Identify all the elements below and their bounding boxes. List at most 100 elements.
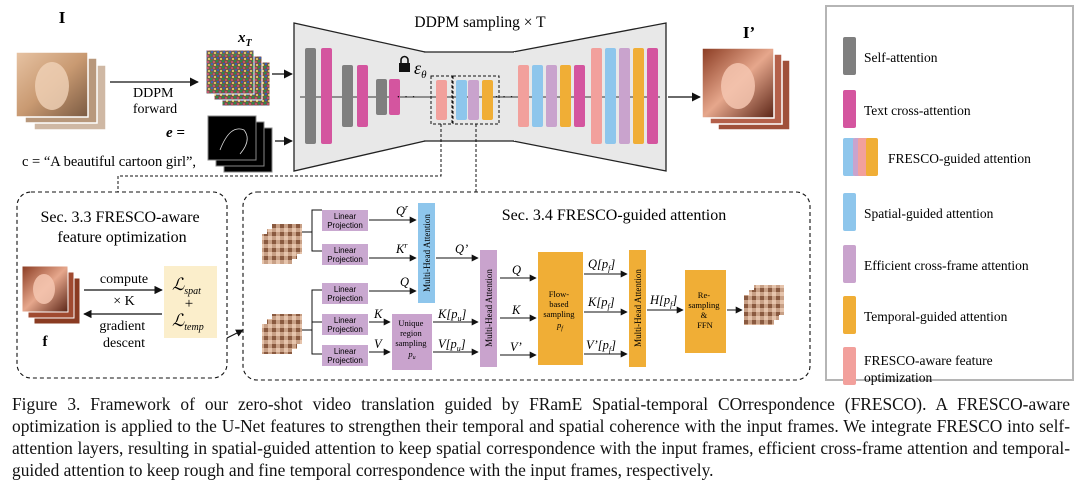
- unet-block-self-attention: [305, 48, 316, 144]
- label-kpu: K[pu]: [437, 307, 466, 323]
- legend-swatch: [866, 138, 878, 176]
- label-qr: Qr: [396, 203, 409, 218]
- unet-block-self-attention: [342, 65, 353, 127]
- legend-swatch: [843, 37, 856, 75]
- unet-block-text-cross-attention: [574, 65, 585, 127]
- fresco-opt-highlight: [430, 75, 453, 125]
- unet-block-spatial-guided: [532, 65, 543, 127]
- unet-block-efficient-cross-frame: [468, 80, 479, 120]
- unet-block-text-cross-attention: [389, 79, 400, 115]
- resampling-ffn-label: Re- sampling & FFN: [688, 290, 721, 330]
- unet-block-text-cross-attention: [321, 48, 332, 144]
- unet-block-self-attention: [376, 79, 387, 115]
- unet-block-text-cross-attention: [647, 48, 658, 144]
- loss-temp: ℒtemp: [172, 311, 204, 333]
- figure-caption: Figure 3. Framework of our zero-shot vid…: [12, 394, 1070, 480]
- ddpm-forward-label: DDPM forward: [133, 86, 177, 117]
- legend-swatch: [843, 245, 856, 283]
- output-frames: [701, 47, 791, 131]
- input-frames: [15, 51, 107, 131]
- legend-box: [825, 5, 1074, 381]
- unet-block-aware-optimization: [591, 48, 602, 144]
- output-feature-frames: [744, 285, 784, 325]
- times-k-label: × K: [113, 294, 135, 309]
- unet-block-temporal-guided: [482, 80, 493, 120]
- input-label: I: [59, 8, 66, 27]
- unet-block-efficient-cross-frame: [619, 48, 630, 144]
- legend-item-text-cross-attention: Text cross-attention: [843, 90, 971, 128]
- edge-frames: [207, 115, 273, 173]
- mha-spatial-label: Multi-Head Attention: [422, 214, 432, 292]
- unet-dots-right: · · ·: [494, 89, 514, 104]
- flow-based-sampling-label: Flow- based sampling pf: [543, 289, 576, 332]
- unet-block-aware-optimization: [518, 65, 529, 127]
- unet-title: DDPM sampling × T: [414, 14, 546, 31]
- legend-label: Text cross-attention: [864, 103, 971, 118]
- unet-block-aware-optimization: [436, 80, 447, 120]
- unique-region-sampling-label: Unique region sampling pu: [395, 318, 428, 361]
- legend-label: Self-attention: [864, 50, 938, 65]
- unet-block-efficient-cross-frame: [546, 65, 557, 127]
- noise-frames: [205, 49, 271, 107]
- legend-item-temporal-guided-attention: Temporal-guided attention: [843, 296, 1008, 334]
- legend-swatch: [843, 347, 856, 385]
- f-label: f: [43, 334, 49, 350]
- loss-box: [164, 266, 217, 338]
- label-q-mid: Q: [512, 263, 521, 277]
- legend-item-efficient-cross-frame-attention: Efficient cross-frame attention: [843, 245, 1029, 283]
- label-q-lower: Q: [400, 275, 409, 289]
- label-qprime: Q’: [455, 242, 468, 256]
- loss-spat: ℒspat: [172, 275, 201, 297]
- sec33-title: Sec. 3.3 FRESCO-aware feature optimizati…: [40, 209, 203, 246]
- label-qpf: Q[pf]: [588, 257, 615, 273]
- legend-item-fresco-guided-attention: FRESCO-guided attention: [843, 138, 1031, 176]
- label-v-lower: V: [374, 337, 383, 351]
- legend-swatch: [843, 138, 855, 176]
- legend-swatch: [843, 296, 856, 334]
- mha-temporal-label: Multi-Head Attention: [633, 269, 643, 347]
- label-vprime: V’: [510, 340, 522, 354]
- label-kpf: K[pf]: [587, 295, 615, 311]
- label-vpf: V’[pf]: [586, 338, 616, 354]
- sec33-panel: [16, 191, 228, 379]
- mha-temporal: [629, 250, 646, 367]
- mha-spatial: [418, 203, 435, 303]
- unet-block-spatial-guided: [456, 80, 467, 120]
- label-kr: Kr: [395, 241, 408, 256]
- prompt-text: c = “A beautiful cartoon girl”,: [22, 154, 196, 170]
- sec34-labels: Qr Kr Q’ Q K V K[pu] V[pu] Q K V’ Q[pf] …: [373, 203, 677, 354]
- label-hpf: H[pf]: [649, 293, 677, 309]
- input-feature-frames: [262, 314, 302, 354]
- label-vpu: V[pu]: [438, 337, 466, 353]
- resampling-ffn-box: [685, 270, 726, 353]
- label-k-mid: K: [511, 303, 521, 317]
- epsilon-theta-label: εθ: [414, 58, 427, 81]
- lock-icon: [399, 55, 410, 72]
- compute-label: compute: [100, 272, 148, 287]
- mha-cross-frame: [480, 250, 497, 367]
- legend-label: Temporal-guided attention: [864, 309, 1008, 324]
- legend-label: FRESCO-guided attention: [888, 151, 1031, 166]
- noise-label: xT: [237, 30, 253, 49]
- unet-dots-left: · · ·: [396, 89, 416, 104]
- legend-swatch: [843, 90, 856, 128]
- legend-item-spatial-guided-attention: Spatial-guided attention: [843, 193, 994, 231]
- gradient-descent-label: gradient descent: [99, 319, 148, 351]
- loss-plus: +: [185, 296, 193, 312]
- legend-item-self-attention: Self-attention: [843, 37, 938, 75]
- flow-based-sampling-box: [538, 252, 583, 365]
- unet-block-text-cross-attention: [357, 65, 368, 127]
- unet-block-temporal-guided: [633, 48, 644, 144]
- unet-block-temporal-guided: [560, 65, 571, 127]
